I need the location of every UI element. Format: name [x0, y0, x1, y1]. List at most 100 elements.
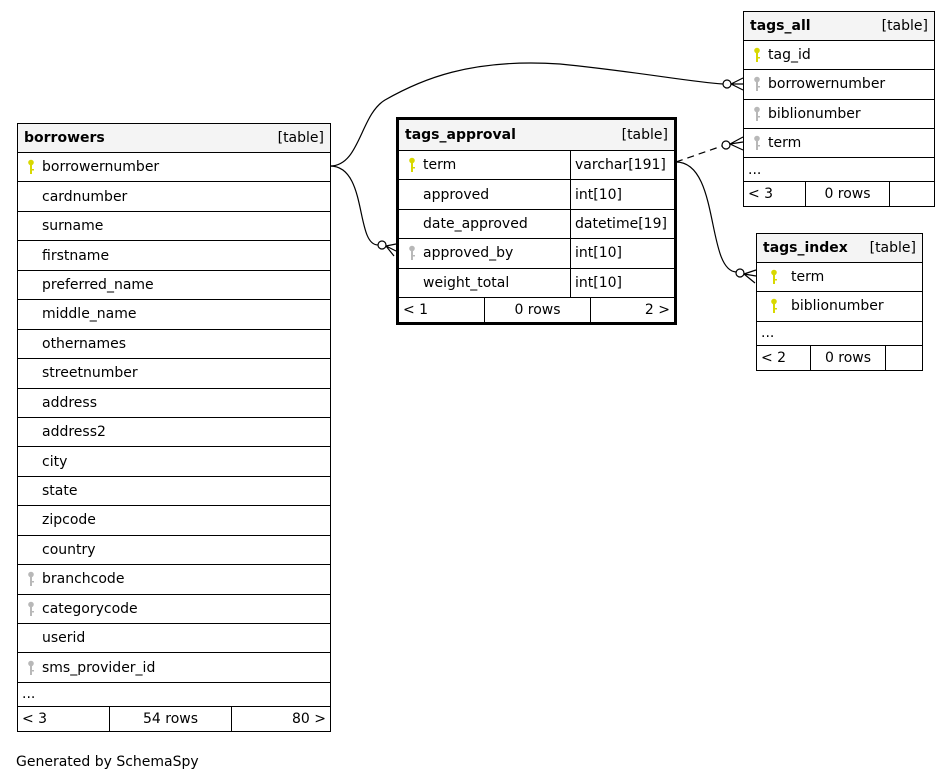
primary-key-icon	[750, 47, 764, 63]
table-header: tags_index[table]	[757, 234, 922, 263]
column-row[interactable]: date_approved datetime[19]	[399, 209, 674, 240]
column-row[interactable]: city	[18, 447, 330, 477]
column-name: surname	[42, 218, 104, 235]
column-row[interactable]: cardnumber	[18, 182, 330, 212]
parents-count: < 3	[744, 182, 806, 207]
table-borrowers[interactable]: borrowers[table] borrowernumber cardnumber…	[17, 123, 331, 732]
column-row[interactable]: preferred_name	[18, 271, 330, 301]
crows-foot-icon	[722, 77, 744, 91]
column-name: date_approved	[423, 215, 528, 232]
column-row[interactable]: categorycode	[18, 595, 330, 624]
column-name: cardnumber	[42, 188, 128, 205]
column-row[interactable]: middle_name	[18, 300, 330, 330]
column-row[interactable]: othernames	[18, 330, 330, 360]
column-row[interactable]: branchcode	[18, 565, 330, 595]
primary-key-icon	[767, 298, 781, 314]
children-count	[890, 182, 934, 206]
column-name: country	[42, 541, 96, 558]
row-count: 0 rows	[806, 182, 890, 207]
column-row[interactable]: biblionumber	[744, 100, 934, 129]
column-name: othernames	[42, 335, 127, 352]
column-name: borrowernumber	[42, 159, 160, 176]
column-row[interactable]: streetnumber	[18, 359, 330, 389]
column-name-cell: biblionumber	[757, 292, 884, 320]
parents-count: < 2	[757, 345, 811, 370]
column-name: tag_id	[768, 47, 811, 64]
foreign-key-icon	[405, 245, 419, 261]
column-name-cell: address	[18, 389, 97, 417]
column-name: branchcode	[42, 571, 125, 588]
column-name-cell: sms_provider_id	[18, 653, 155, 681]
edge-tags_approval-tags_index	[675, 161, 737, 273]
column-row[interactable]: sms_provider_id	[18, 653, 330, 683]
column-row[interactable]: biblionumber	[757, 292, 922, 322]
column-row[interactable]: country	[18, 536, 330, 566]
column-row[interactable]: address2	[18, 418, 330, 448]
column-name: firstname	[42, 247, 110, 264]
column-name-cell: tag_id	[744, 41, 811, 69]
row-count: 0 rows	[811, 345, 886, 370]
column-name: preferred_name	[42, 276, 154, 293]
more-columns-ellipsis: ...	[744, 158, 934, 183]
column-row[interactable]: surname	[18, 212, 330, 242]
row-count: 54 rows	[110, 706, 232, 731]
column-name-cell: date_approved	[399, 209, 571, 239]
column-name: middle_name	[42, 306, 137, 323]
table-name: tags_all	[750, 18, 811, 34]
table-kind: [table]	[881, 18, 928, 34]
table-kind: [table]	[621, 127, 668, 143]
column-name: categorycode	[42, 600, 138, 617]
column-row[interactable]: address	[18, 389, 330, 418]
column-name-cell: term	[744, 129, 801, 157]
column-row[interactable]: borrowernumber	[744, 70, 934, 100]
table-kind: [table]	[869, 240, 916, 256]
column-name: sms_provider_id	[42, 659, 156, 676]
column-name: city	[42, 453, 68, 470]
column-name-cell: borrowernumber	[744, 70, 885, 98]
column-row[interactable]: firstname	[18, 241, 330, 271]
children-count: 2 >	[644, 301, 670, 318]
column-name-cell: country	[18, 536, 96, 564]
column-name-cell: city	[18, 447, 67, 475]
table-header: borrowers[table]	[18, 124, 330, 153]
primary-key-icon	[24, 159, 38, 175]
column-row[interactable]: term	[757, 263, 922, 293]
column-name: term	[423, 157, 457, 174]
column-row[interactable]: borrowernumber	[18, 153, 330, 183]
column-name-cell: streetnumber	[18, 359, 138, 387]
parents-count: < 1	[399, 297, 485, 322]
column-name-cell: state	[18, 477, 77, 505]
column-name: address2	[42, 424, 106, 441]
column-row[interactable]: state	[18, 477, 330, 507]
column-name-cell: approved_by	[399, 239, 571, 268]
column-row[interactable]: userid	[18, 624, 330, 654]
column-type: datetime[19]	[575, 215, 667, 232]
column-row[interactable]: term	[744, 129, 934, 159]
column-name: approved_by	[423, 245, 514, 262]
primary-key-icon	[767, 269, 781, 285]
column-name: term	[768, 135, 802, 152]
column-row[interactable]: zipcode	[18, 506, 330, 536]
column-name: userid	[42, 630, 86, 647]
column-name-cell: userid	[18, 624, 85, 652]
column-name-cell: biblionumber	[744, 100, 861, 128]
column-type: int[10]	[575, 274, 622, 291]
foreign-key-icon	[750, 76, 764, 92]
column-row[interactable]: tag_id	[744, 41, 934, 71]
table-name: borrowers	[24, 130, 105, 146]
more-columns-ellipsis: ...	[18, 683, 330, 707]
column-name-cell: categorycode	[18, 595, 138, 623]
column-name: zipcode	[42, 512, 96, 529]
column-name-cell: zipcode	[18, 506, 96, 534]
column-name: biblionumber	[791, 298, 884, 315]
